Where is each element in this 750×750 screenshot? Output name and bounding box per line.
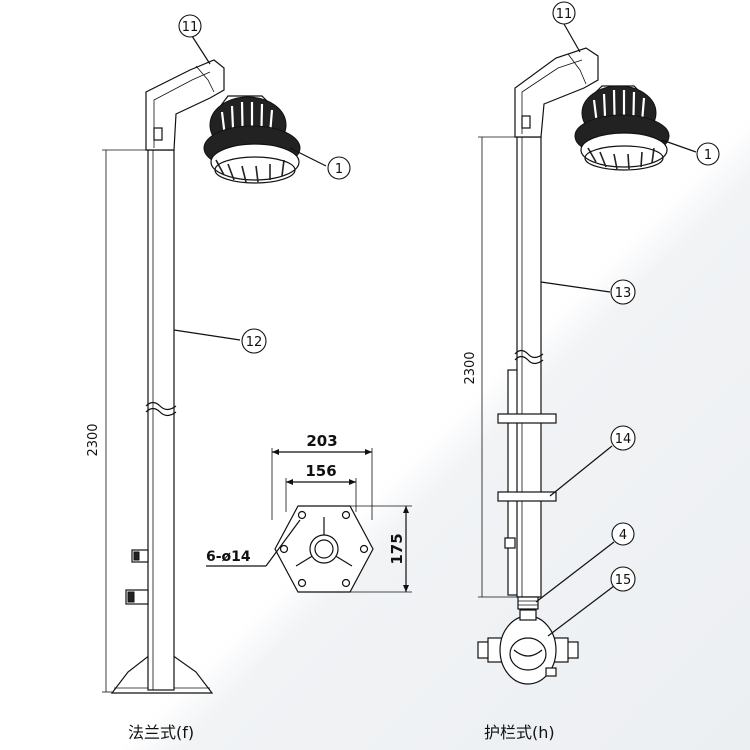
leader-lines <box>173 23 697 637</box>
callout-4: 4 <box>611 522 635 546</box>
dimension-203: 203 <box>306 432 337 450</box>
callout-15: 15 <box>610 566 636 592</box>
connector-4 <box>517 596 539 610</box>
callout-label: 1 <box>335 162 343 177</box>
callout-label: 12 <box>246 335 263 350</box>
dimension-holes: 6-ø14 <box>206 549 251 565</box>
callout-label: 15 <box>615 573 632 588</box>
bracket-11-right <box>514 47 599 138</box>
bracket-11 <box>145 59 225 151</box>
height-dimension-left <box>102 149 146 693</box>
height-dimension-right <box>478 136 518 598</box>
callout-label: 11 <box>556 7 573 22</box>
dimension-2300-left: 2300 <box>86 423 101 456</box>
caption-guardrail-type: 护栏式(h) <box>484 723 555 742</box>
caption-flange-type: 法兰式(f) <box>128 723 195 742</box>
luminaire-1-right <box>574 85 670 171</box>
dimension-2300-right: 2300 <box>463 351 478 384</box>
guardrail-type-pole-assembly <box>477 47 670 685</box>
callout-12: 12 <box>241 328 267 354</box>
callout-label: 11 <box>182 20 199 35</box>
luminaire-1 <box>203 95 301 184</box>
clamp-14-upper <box>497 413 557 424</box>
dimension-156: 156 <box>305 462 336 480</box>
callout-1-right: 1 <box>696 142 720 166</box>
callout-label: 14 <box>615 432 632 447</box>
clamp-14-lower <box>497 491 557 502</box>
pole-13 <box>516 136 542 598</box>
callout-13: 13 <box>610 279 636 305</box>
callout-1-left: 1 <box>327 156 351 180</box>
flange-plan-view <box>206 448 412 593</box>
dimension-175: 175 <box>388 533 406 564</box>
flange-type-pole-assembly <box>102 59 301 694</box>
callout-11-left: 11 <box>178 14 202 38</box>
callout-label: 13 <box>615 286 632 301</box>
callout-14: 14 <box>610 425 636 451</box>
callout-label: 4 <box>619 528 627 543</box>
callout-11-right: 11 <box>552 1 576 25</box>
callout-label: 1 <box>704 148 712 163</box>
pole-12 <box>147 149 175 691</box>
junction-box-15 <box>477 609 579 685</box>
